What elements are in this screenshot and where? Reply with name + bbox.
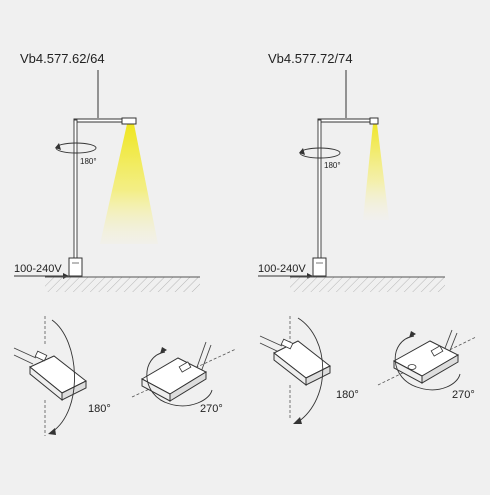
right-ground: [290, 277, 445, 292]
right-head-rotation-b-label: 270°: [452, 389, 475, 401]
right-pole: [317, 119, 322, 261]
right-head-rotation-a-label: 180°: [336, 389, 359, 401]
right-head-detail-270: 270°: [377, 329, 477, 401]
left-model-label: Vb4.577.62/64: [20, 51, 105, 66]
left-base: [68, 257, 83, 277]
right-lamp-head: [369, 117, 379, 125]
right-voltage-label: 100-240V: [258, 263, 306, 275]
left-head-rotation-a-label: 180°: [88, 403, 111, 415]
right-lamp-drawing: Vb4.577.72/74 180° 100-240V: [258, 51, 477, 424]
left-lamp-head: [121, 117, 137, 125]
left-head-rotation-b-label: 270°: [200, 403, 223, 415]
right-lamp-arm: [317, 118, 379, 123]
left-light-beam: [100, 124, 158, 244]
left-head-detail-270: 270°: [131, 341, 237, 415]
right-light-beam: [363, 124, 389, 220]
right-head-detail-180: 180°: [259, 316, 359, 424]
left-lamp-drawing: Vb4.577.62/64 180° 100-240V: [13, 51, 237, 436]
left-head-detail-180: 180°: [13, 316, 111, 436]
right-pole-rotation-label: 180°: [324, 161, 341, 170]
left-pole: [73, 119, 78, 261]
left-ground: [45, 277, 200, 292]
right-base: [312, 257, 327, 277]
left-pole-rotation-label: 180°: [80, 157, 97, 166]
left-voltage-label: 100-240V: [14, 263, 62, 275]
right-model-label: Vb4.577.72/74: [268, 51, 353, 66]
